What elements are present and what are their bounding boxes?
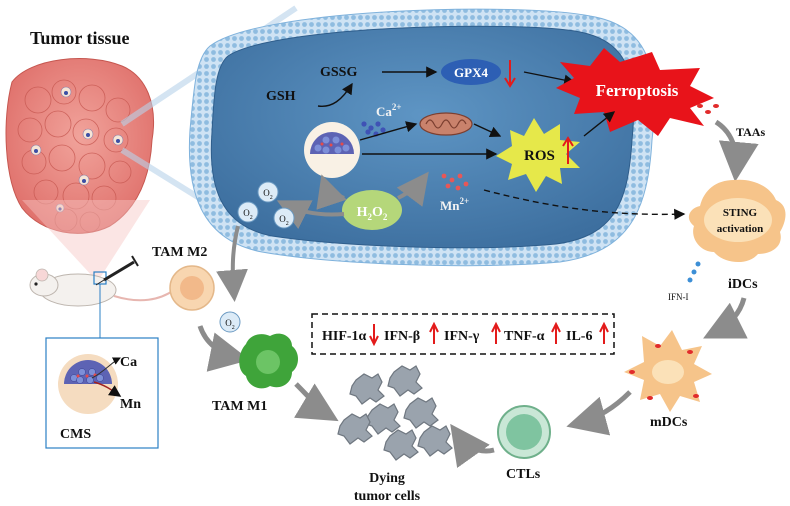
mdcs-label: mDCs [650,415,688,430]
ifn1-label: IFN-I [668,292,689,302]
manganese-dots [441,173,469,191]
tam-m2-label: TAM M2 [152,245,207,260]
h2o2-to-mn-arrow [396,171,429,207]
gpx4-to-ferroptosis-arrow [523,71,576,86]
svg-text:O2: O2 [243,208,253,221]
up-arrow-icon [551,321,561,344]
tam-m1-label: TAM M1 [212,399,267,414]
up-arrow-icon [491,321,501,344]
inset-mn-label: Mn [120,397,141,412]
up-arrow-icon [562,136,574,147]
tam-m1-cell [239,333,298,389]
ros-to-ferroptosis-arrow [583,111,616,137]
immature-dc: STING activation [688,179,786,263]
tumor-tissue [5,58,154,234]
svg-text:O2: O2 [279,214,289,227]
ctl-to-tumor-arrow [450,423,495,469]
gpx4-label: GPX4 [454,65,488,80]
nanoparticle-icon [304,122,360,178]
dying-label-1: Dying [369,471,405,486]
sting-label-2: activation [717,223,763,235]
mdc-to-ctl-arrow [566,390,632,436]
ferroptosis-label: Ferroptosis [596,81,679,100]
to-mito-arrow [359,121,418,141]
m2-to-m1-arrow [197,325,250,372]
ros-label: ROS [524,148,555,164]
cms-inset: Ca Mn CMS [45,337,159,449]
h2o2-label: H2O2 [357,205,388,222]
h2o2-node [342,190,402,230]
dying-label-2: tumor cells [354,489,421,504]
down-arrow-icon [504,60,516,88]
mito-to-ros-arrow [473,123,502,137]
up-arrow-icon [599,321,609,344]
syringe-icon [95,255,139,286]
h2o2-to-np-arrow [316,174,347,210]
cytokine-label: HIF-1α [322,329,367,344]
ferroptosis-to-dc-arrow [714,119,759,182]
title: Tumor tissue [30,28,130,48]
ctls-label: CTLs [506,467,541,482]
idc-to-mdc-arrow [703,297,748,339]
gssg-label: GSSG [320,65,357,80]
inset-ca-label: Ca [120,355,137,370]
cytokine-label: IFN-β [384,329,420,344]
inset-cms-label: CMS [60,427,91,442]
o2-bubble-lower [219,311,241,333]
ctl-cell [497,405,551,459]
ifn1-dots [687,261,701,283]
ros-node: ROS [496,118,580,192]
mitochondrion-icon [419,112,473,136]
cytokine-list: HIF-1α IFN-β IFN-γ TNF-α IL-6 [322,321,609,347]
down-arrow-icon [369,324,379,347]
tam-m2-cell [169,265,215,311]
svg-text:O2: O2 [263,188,273,201]
ferroptosis-node: Ferroptosis [556,48,714,136]
cytokine-label: IL-6 [566,329,592,344]
svg-text:O2: O2 [225,318,235,331]
mature-dc [624,330,712,412]
dying-tumor-cells [337,365,453,461]
cytokine-box [311,313,615,355]
cytokine-label: IFN-γ [444,329,480,344]
cytokine-label: TNF-α [504,329,545,344]
ca-ion-label: Ca2+ [376,102,402,119]
mouse-illustration [29,268,175,307]
sting-label-1: STING [723,207,758,219]
oxygen-bubbles: O2 O2 O2 [237,181,295,229]
taa-dots [697,104,719,114]
o2-down-arrow [216,225,248,302]
idcs-label: iDCs [728,277,758,292]
magnify-beam [22,200,150,278]
gsh-label: GSH [266,89,296,104]
m1-to-tumor-arrow [293,382,339,422]
taas-label: TAAs [736,125,765,139]
h2o2-to-o2-arrow [276,200,345,230]
gsh-to-gssg-arrow [317,82,353,107]
mn-ion-label: Mn2+ [440,196,469,213]
up-arrow-icon [429,321,439,344]
tumor-cell [188,8,655,267]
gpx4-node [441,59,501,85]
